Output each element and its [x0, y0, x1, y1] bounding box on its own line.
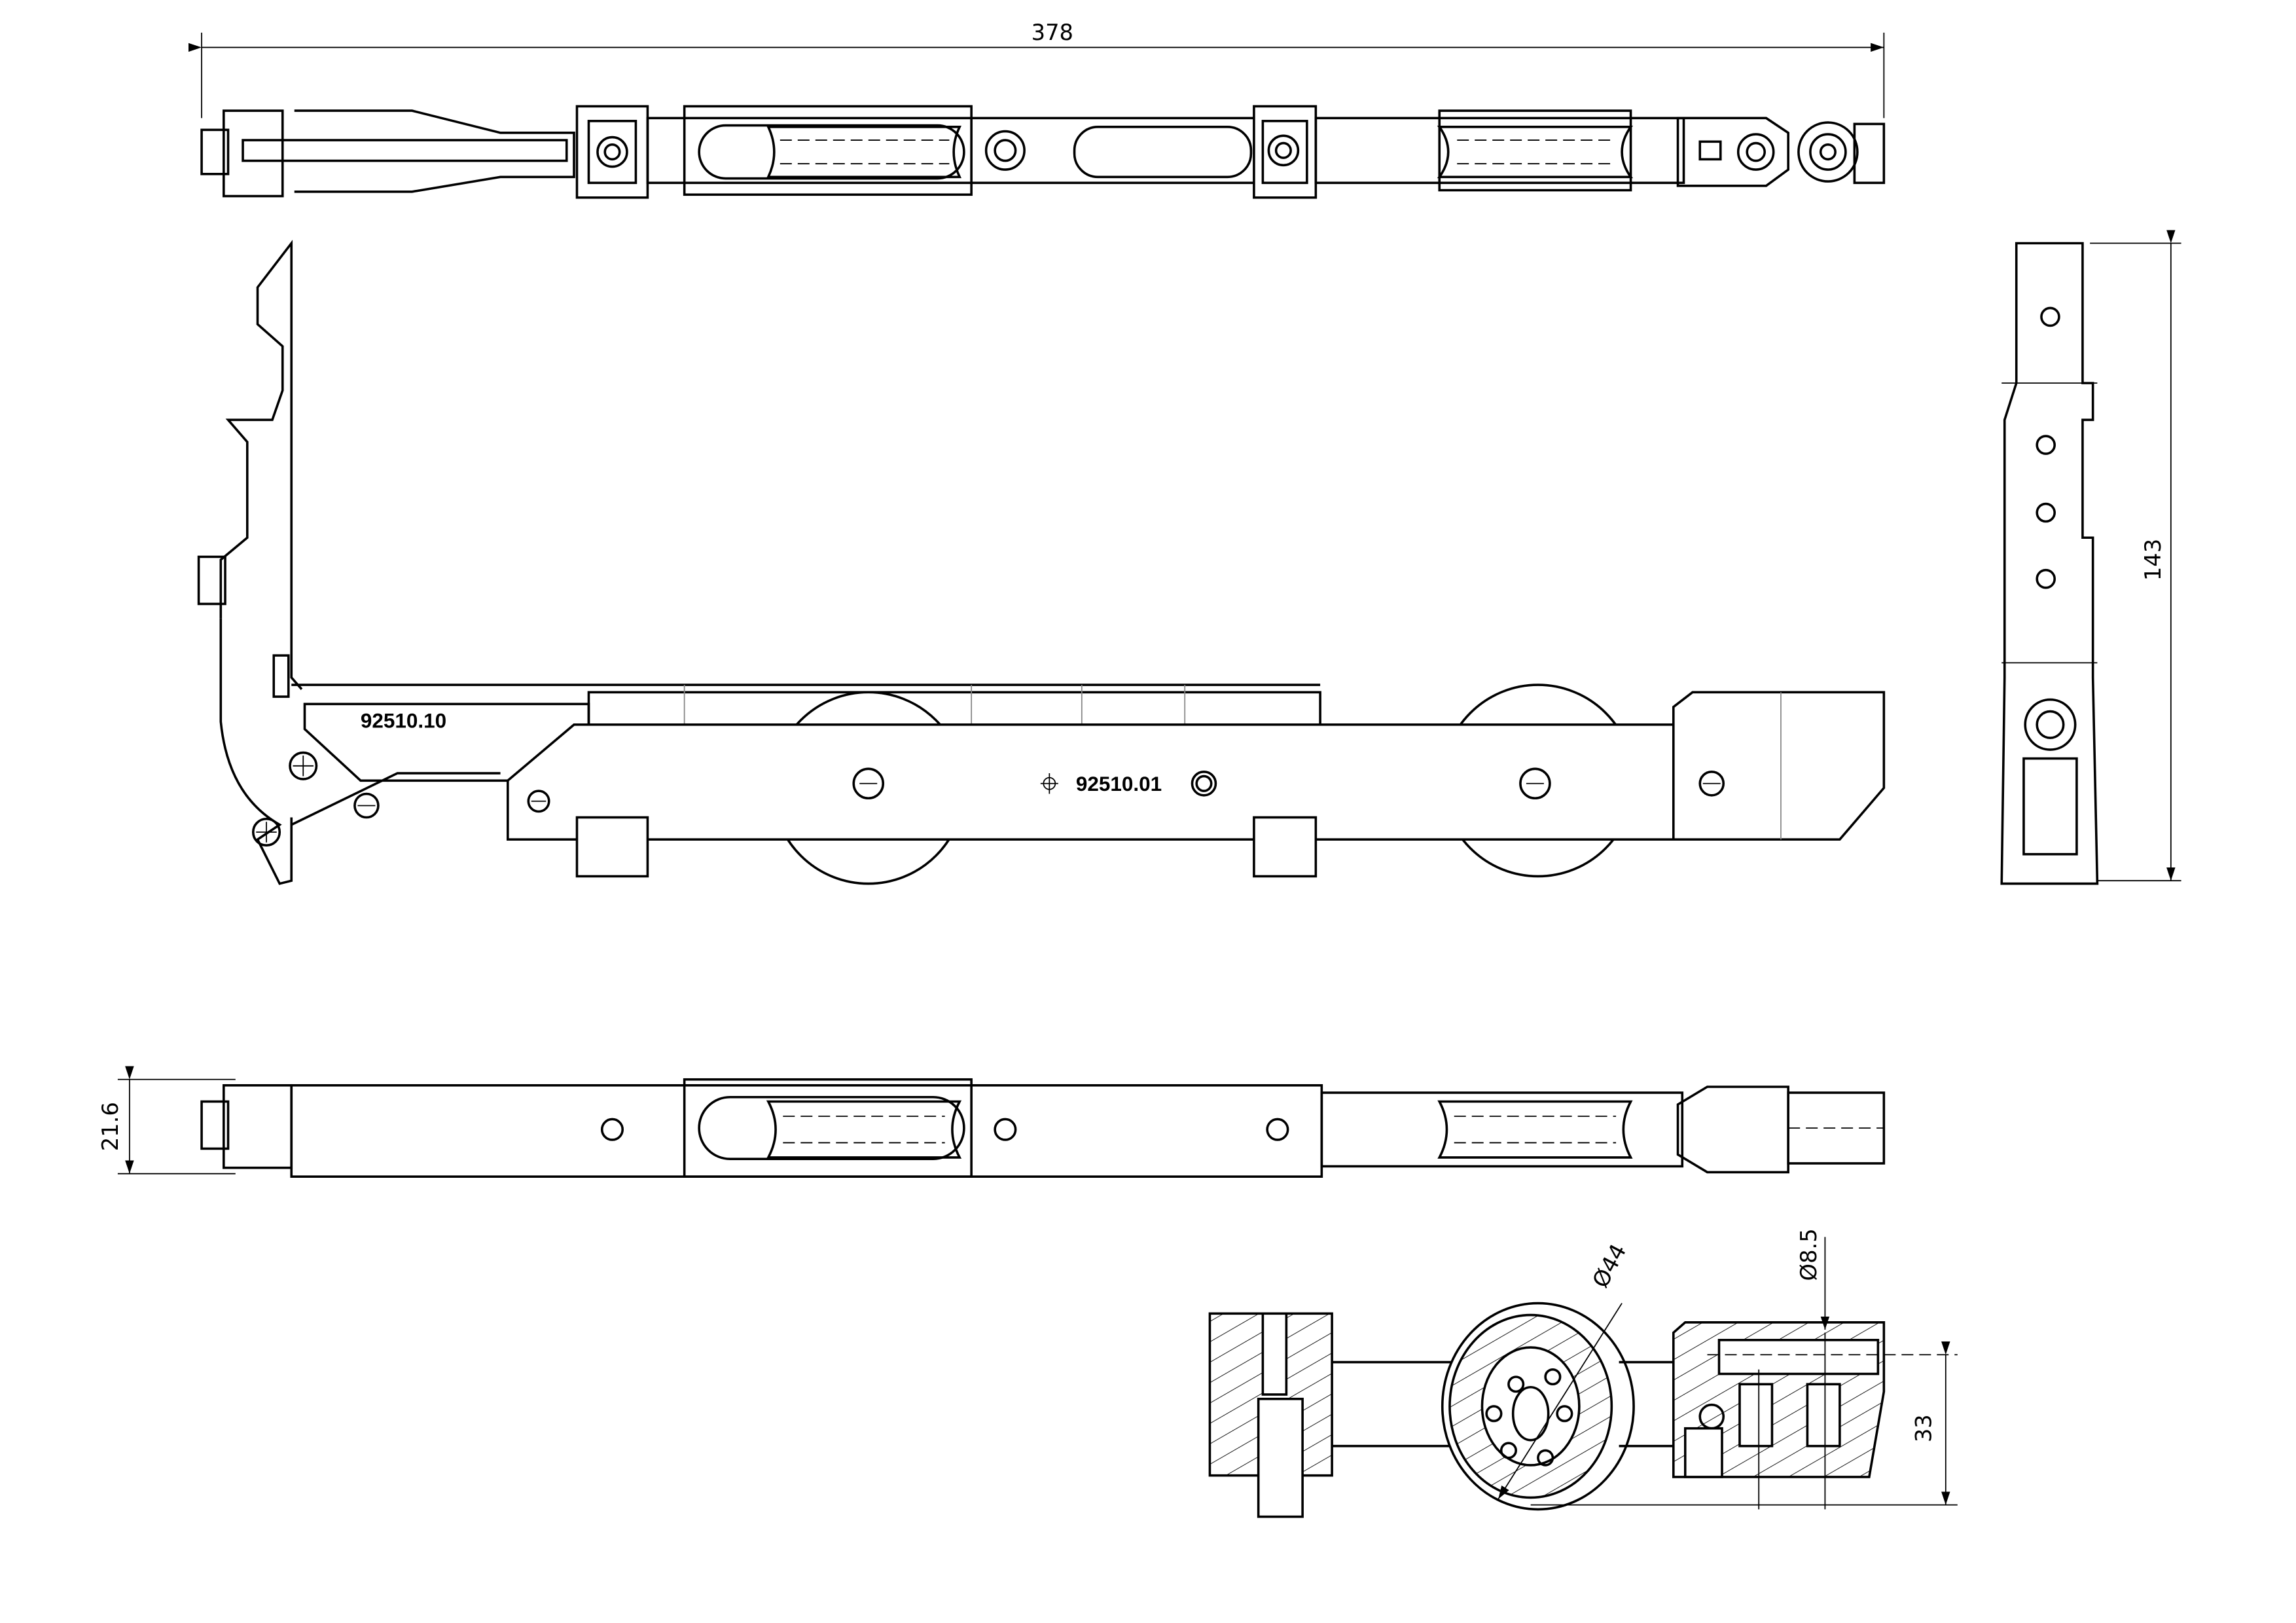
- bracket-arm: [303, 702, 590, 782]
- dimension-overall-length: 378: [188, 20, 1885, 119]
- dimension-label-33: 33: [1910, 1414, 1936, 1442]
- dimension-label-378: 378: [1031, 20, 1073, 45]
- part-number-carriage: 92510.01: [1076, 773, 1162, 795]
- dimension-label-wheel-diameter: Ø44: [1587, 1240, 1631, 1292]
- side-view: 92510.10 92510.01: [197, 240, 1886, 885]
- dimension-label-bore-diameter: Ø8.5: [1796, 1228, 1821, 1281]
- part-number-bracket: 92510.10: [361, 709, 446, 732]
- bottom-view: 21.6: [98, 1066, 1886, 1178]
- end-view: 143: [2000, 230, 2181, 885]
- top-view: [200, 105, 1886, 199]
- section-view: 33 Ø8.5 Ø44: [1208, 1228, 1958, 1518]
- dimension-label-143: 143: [2140, 539, 2166, 581]
- dimension-label-21-6: 21.6: [98, 1102, 123, 1151]
